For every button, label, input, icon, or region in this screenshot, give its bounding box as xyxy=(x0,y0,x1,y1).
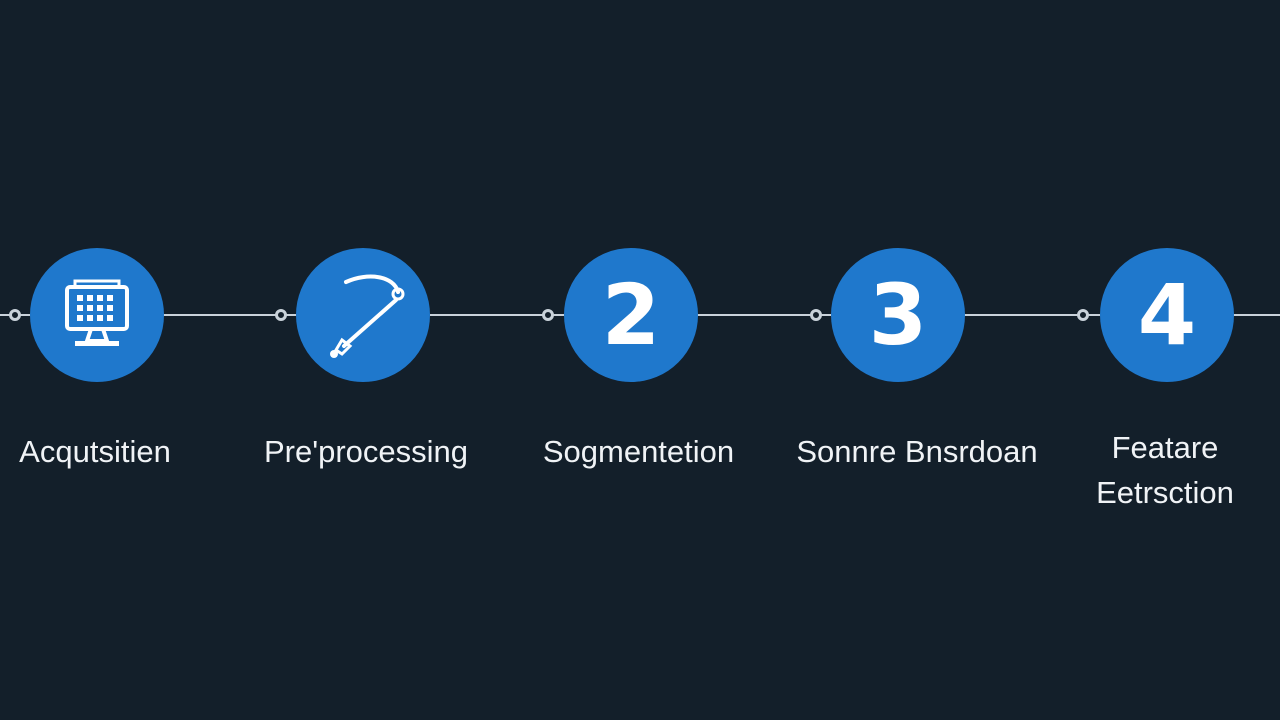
label-preprocessing: Pre'processing xyxy=(263,434,469,469)
monitor-grid-icon xyxy=(65,279,129,346)
step-circle-acquisition xyxy=(30,248,164,382)
node-dot xyxy=(810,309,822,321)
connector-line xyxy=(964,314,1100,316)
step-circle-3: 3 xyxy=(831,248,965,382)
node-dot xyxy=(1077,309,1089,321)
step-circle-preprocessing xyxy=(296,248,430,382)
label-acquisition: Acqutsitien xyxy=(19,434,171,469)
node-dot xyxy=(9,309,21,321)
step-number: 3 xyxy=(868,266,928,364)
connector-line xyxy=(430,314,564,316)
connector-line xyxy=(697,314,831,316)
connector-line xyxy=(162,314,296,316)
step-circle-4: 4 xyxy=(1100,248,1234,382)
label-segmentation: Sogmentetion xyxy=(542,434,735,469)
step-circle-2: 2 xyxy=(564,248,698,382)
step-number: 4 xyxy=(1137,266,1197,364)
connector-line xyxy=(1233,314,1280,316)
curved-tool-icon xyxy=(330,274,405,358)
step-number: 2 xyxy=(601,266,661,364)
node-dot xyxy=(275,309,287,321)
label-feature-line2: Eetrsction xyxy=(1096,475,1234,510)
node-dot xyxy=(542,309,554,321)
label-step4: Sonnre Bnsrdoan xyxy=(796,434,1038,469)
label-feature-line1: Featare xyxy=(1111,430,1219,465)
